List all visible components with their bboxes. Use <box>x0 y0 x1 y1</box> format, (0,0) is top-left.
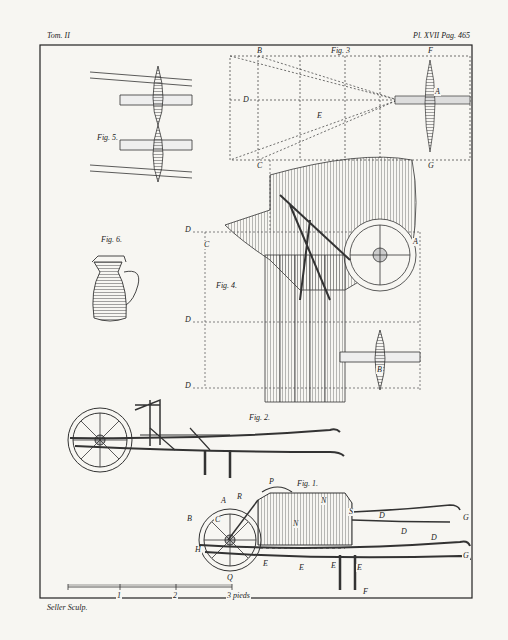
part-letter: E <box>316 112 323 120</box>
part-letter: G <box>427 162 435 170</box>
part-letter: A <box>220 497 227 505</box>
part-letter: D <box>400 528 408 536</box>
part-letter: D <box>430 534 438 542</box>
part-letter: C <box>214 516 221 524</box>
part-letter: E <box>330 562 337 570</box>
part-letter: A <box>434 88 441 96</box>
page-header: Pl. XVII Pag. 465 <box>412 32 471 40</box>
part-letter: Seller Sculp. <box>46 604 88 612</box>
part-letter: N <box>292 520 299 528</box>
figure-title: Fig. 3 <box>330 47 351 55</box>
part-letter: B <box>186 515 193 523</box>
part-letter: Q <box>226 574 234 582</box>
part-letter: G <box>462 552 470 560</box>
part-letter: 2 <box>172 592 178 600</box>
part-letter: 3 pieds <box>226 592 251 600</box>
figure-title: Fig. 2. <box>248 414 271 422</box>
part-letter: F <box>427 47 434 55</box>
part-letter: D <box>184 226 192 234</box>
figure-title: Fig. 5. <box>96 134 119 142</box>
part-letter: E <box>356 564 363 572</box>
part-letter: N <box>320 497 327 505</box>
part-letter: F <box>362 588 369 596</box>
part-letter: D <box>184 382 192 390</box>
part-letter: G <box>462 514 470 522</box>
part-letter: B <box>376 366 383 374</box>
part-letter: D <box>378 512 386 520</box>
figure-title: Fig. 1. <box>296 480 319 488</box>
part-letter: S <box>348 508 354 516</box>
part-letter: 1 <box>116 592 122 600</box>
part-letter: C <box>256 162 263 170</box>
part-letter: B <box>256 47 263 55</box>
part-letter: A <box>412 238 419 246</box>
page-header: Tom. II <box>46 32 71 40</box>
part-letter: C <box>203 241 210 249</box>
part-letter: D <box>242 96 250 104</box>
part-letter: H <box>194 546 202 554</box>
figure-title: Fig. 4. <box>215 282 238 290</box>
part-letter: P <box>268 478 275 486</box>
part-letter: E <box>262 560 269 568</box>
figure-title: Fig. 6. <box>100 236 123 244</box>
part-letter: E <box>298 564 305 572</box>
part-letter: R <box>236 493 243 501</box>
part-letter: D <box>184 316 192 324</box>
